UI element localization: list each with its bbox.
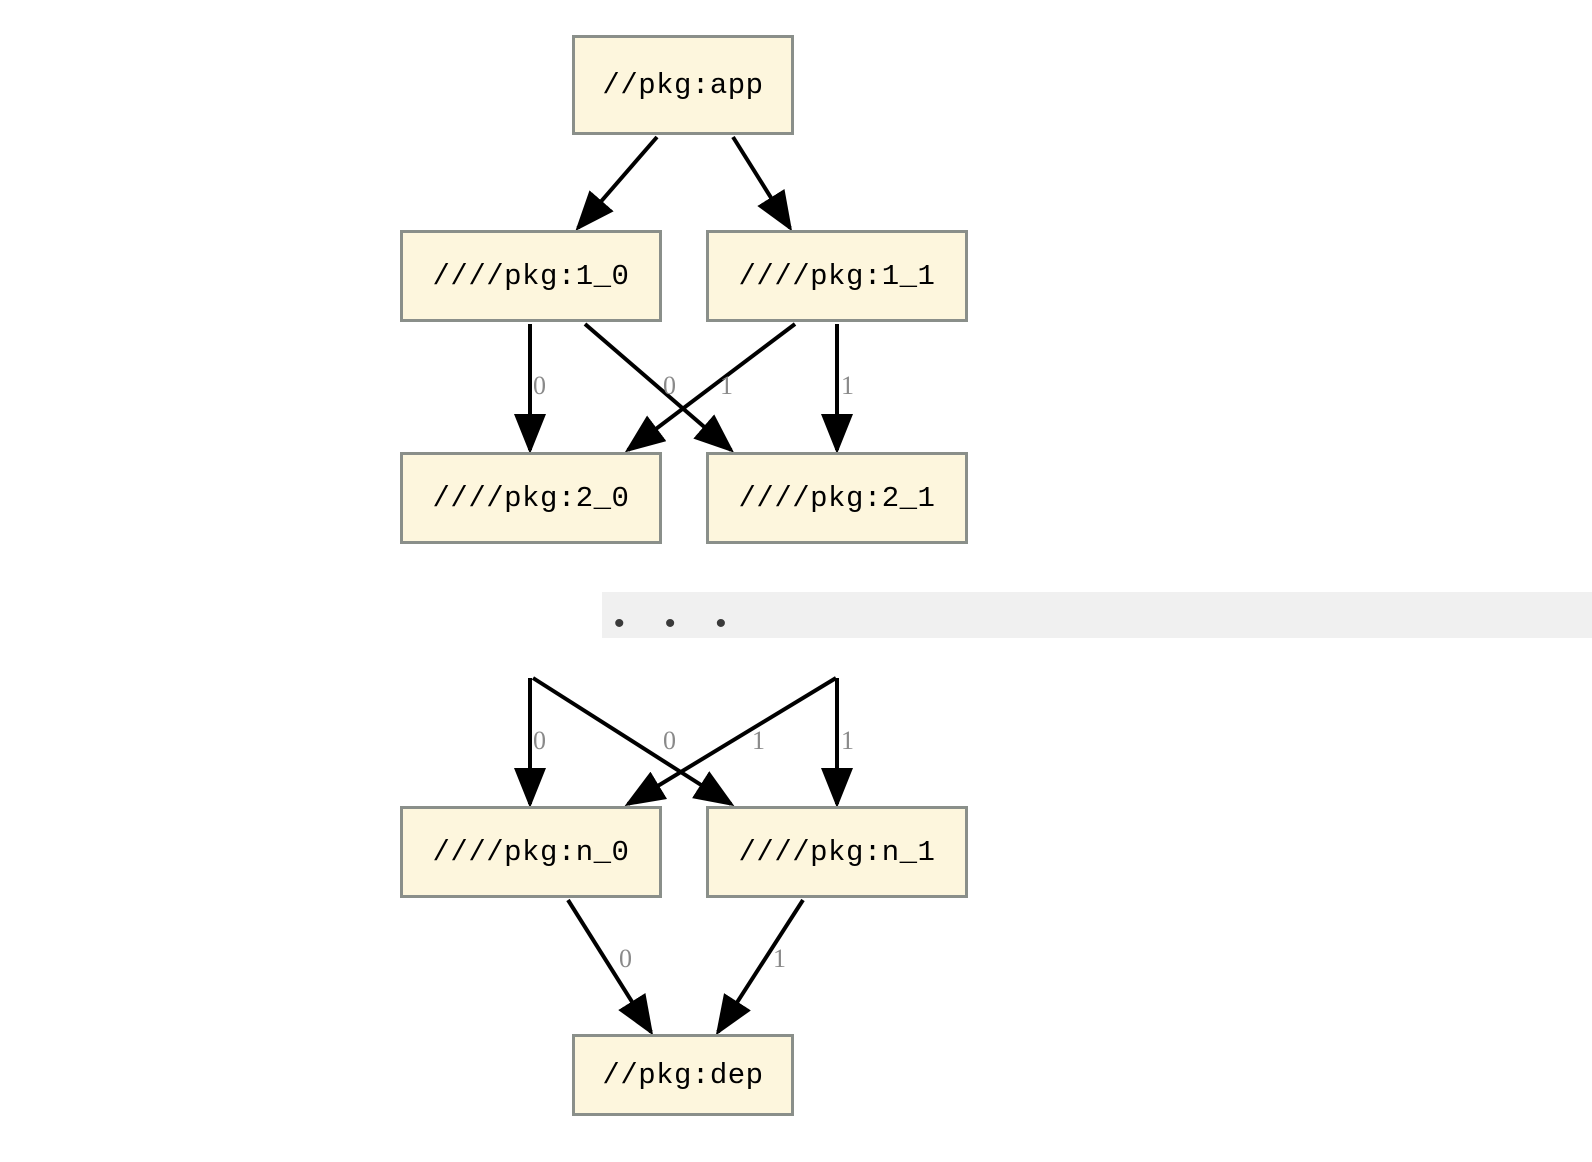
node-label: ////pkg:n_1	[738, 835, 936, 869]
edge-label: 0	[663, 726, 676, 755]
edge-arrow	[566, 898, 654, 1036]
node-l1_1[interactable]: ////pkg:1_1	[706, 230, 968, 322]
node-app[interactable]: //pkg:app	[572, 35, 794, 135]
edge-label: 0	[663, 371, 676, 400]
edge-label: 0	[533, 726, 546, 755]
edge-arrow	[731, 135, 793, 232]
edge-label: 1	[841, 726, 854, 755]
node-l2_0[interactable]: ////pkg:2_0	[400, 452, 662, 544]
node-label: ////pkg:1_0	[432, 259, 630, 293]
ellipsis-separator-band: • • •	[602, 592, 1592, 640]
edge-arrow	[624, 322, 797, 453]
node-label: //pkg:app	[602, 68, 764, 102]
node-l1_0[interactable]: ////pkg:1_0	[400, 230, 662, 322]
edge-label: 1	[773, 944, 786, 973]
edge-arrow	[715, 898, 805, 1036]
edge-label: 0	[619, 944, 632, 973]
node-label: ////pkg:n_0	[432, 835, 630, 869]
node-label: ////pkg:2_1	[738, 481, 936, 515]
node-label: ////pkg:2_0	[432, 481, 630, 515]
edge-label: 0	[533, 371, 546, 400]
edge-label: 1	[752, 726, 765, 755]
edge-arrow	[583, 322, 735, 453]
edge-arrow	[575, 135, 659, 232]
edge-arrow	[531, 676, 735, 807]
edge-arrow	[624, 676, 838, 807]
node-l2_1[interactable]: ////pkg:2_1	[706, 452, 968, 544]
edge-label: 1	[720, 371, 733, 400]
node-label: ////pkg:1_1	[738, 259, 936, 293]
node-dep[interactable]: //pkg:dep	[572, 1034, 794, 1116]
node-label: //pkg:dep	[602, 1058, 764, 1092]
ellipsis-dots: • • •	[614, 607, 743, 640]
node-ln_0[interactable]: ////pkg:n_0	[400, 806, 662, 898]
edge-label: 1	[841, 371, 854, 400]
node-ln_1[interactable]: ////pkg:n_1	[706, 806, 968, 898]
